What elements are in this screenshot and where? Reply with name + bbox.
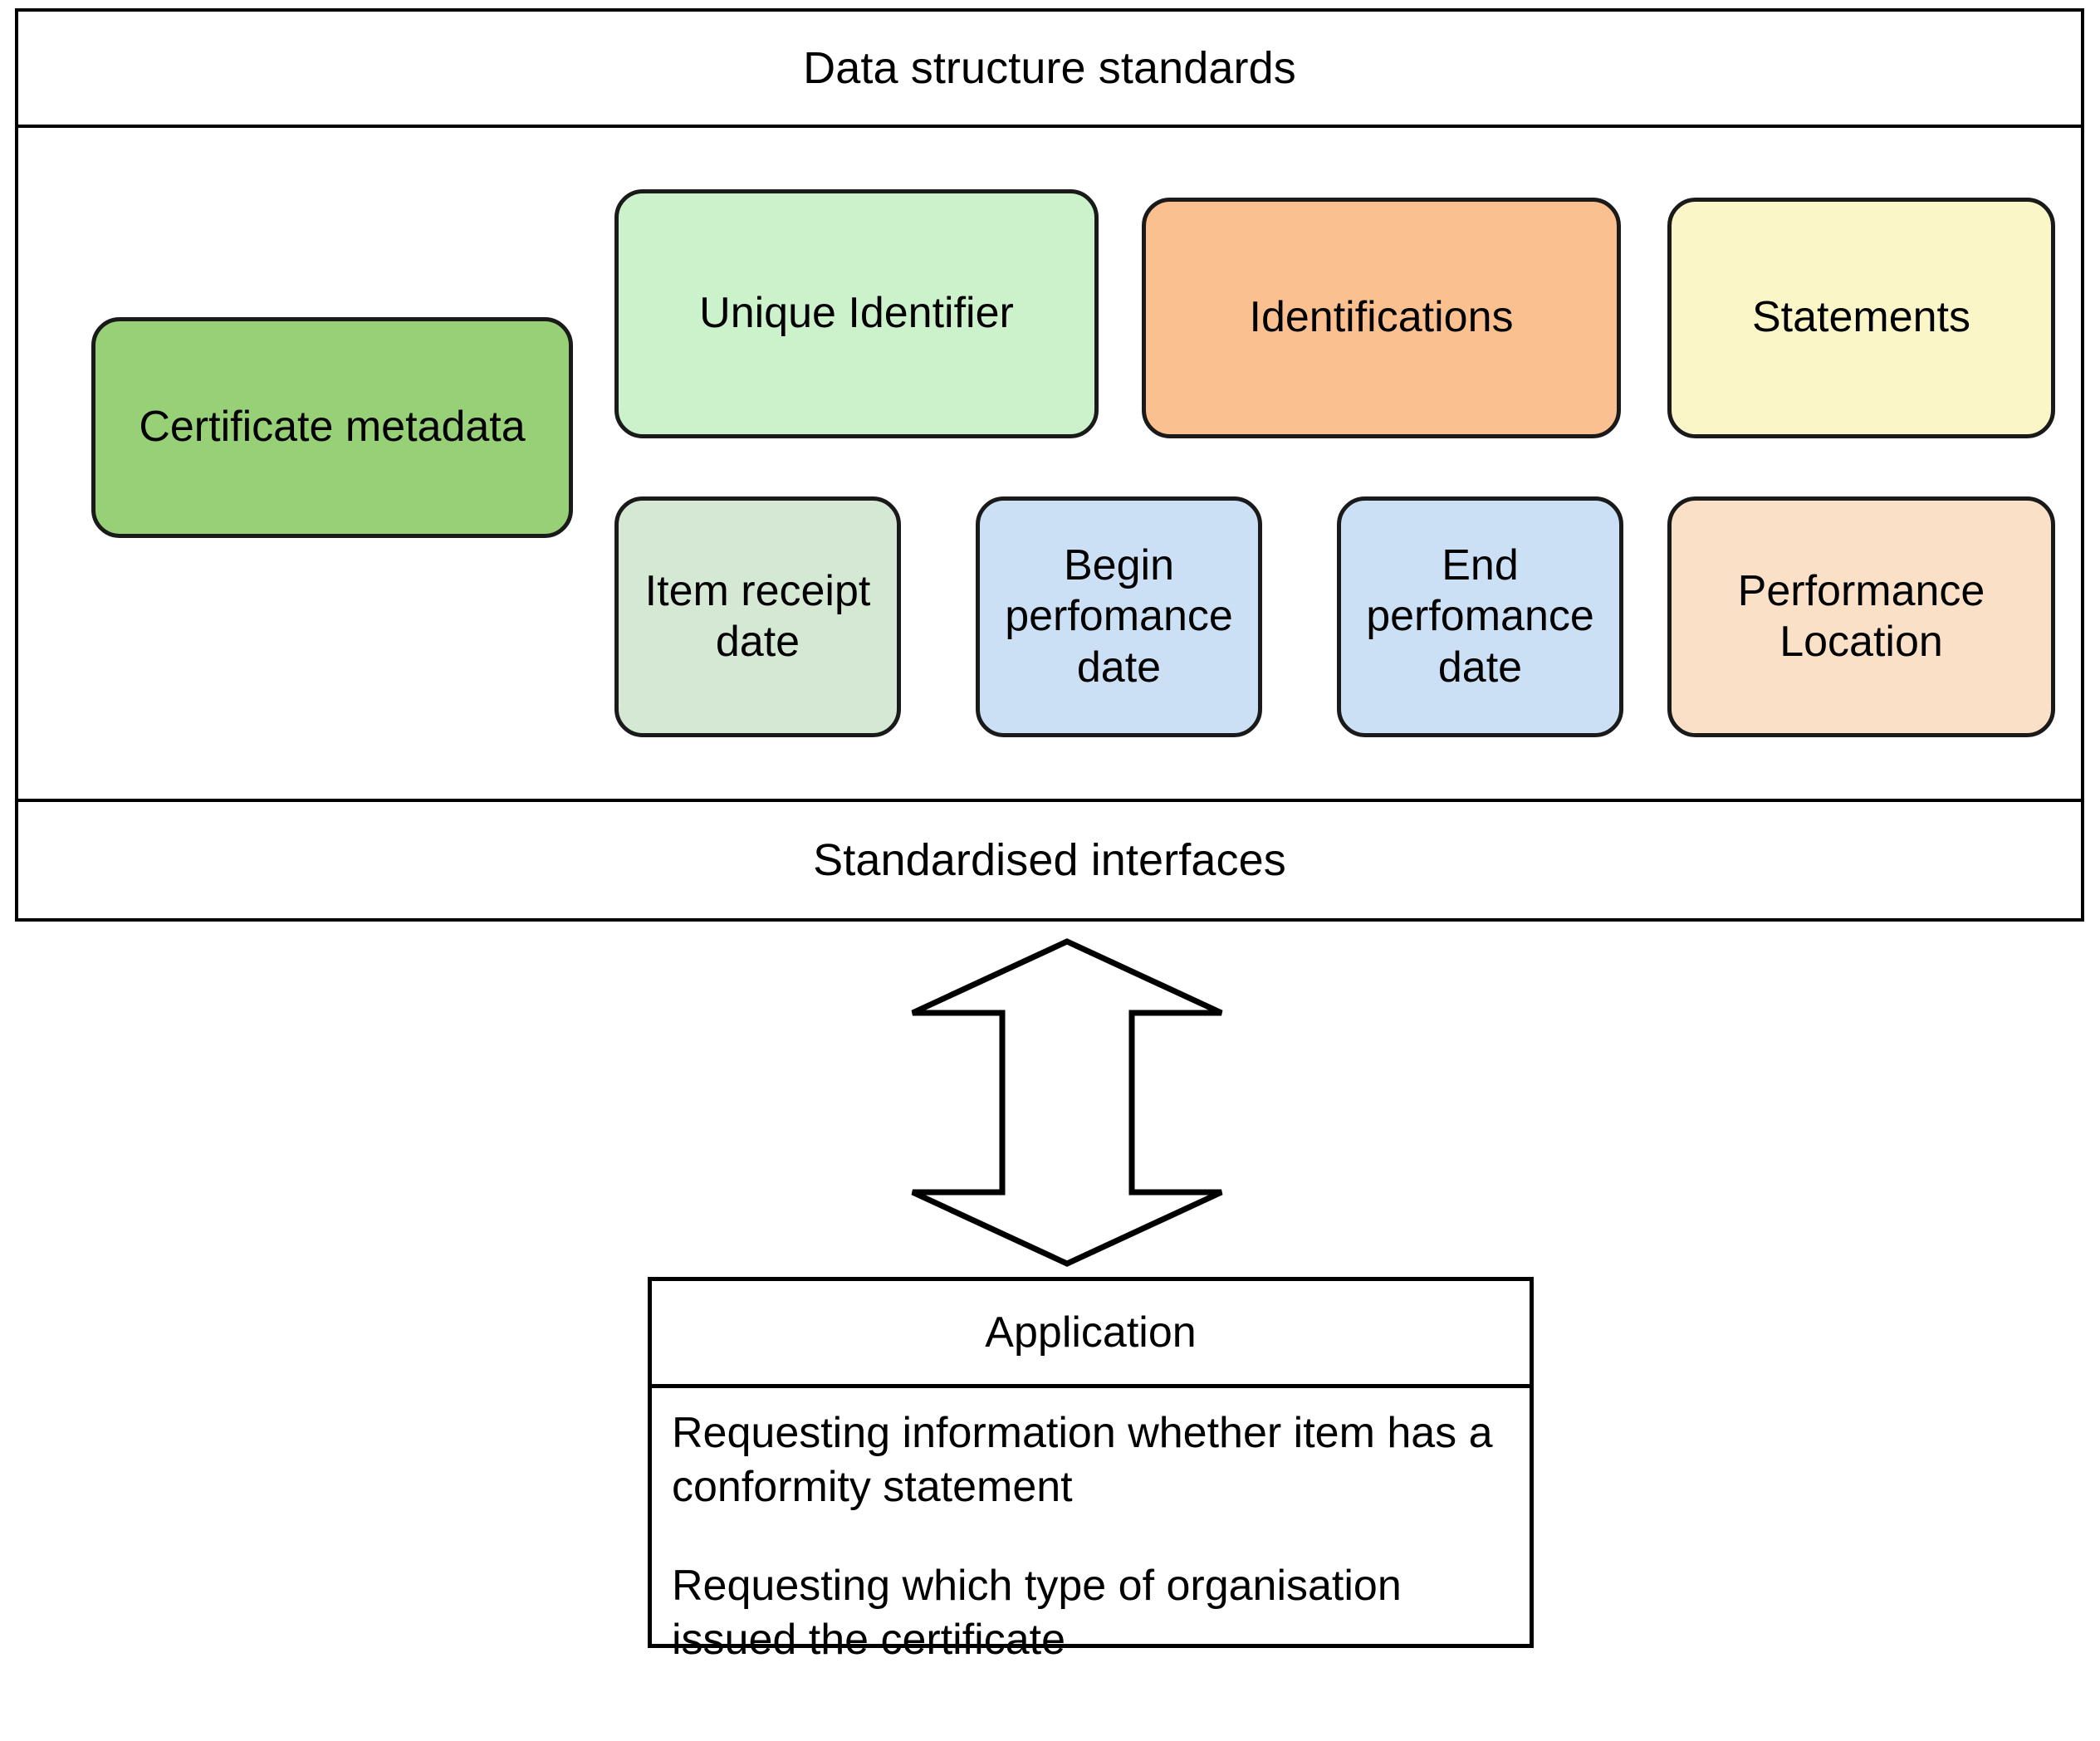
entity-label: Unique Identifier bbox=[699, 289, 1014, 338]
application-header: Application bbox=[652, 1281, 1530, 1388]
entity-box-item-receipt-date[interactable]: Item receipt date bbox=[614, 496, 901, 737]
double-headed-arrow-icon bbox=[909, 937, 1225, 1269]
application-body: Requesting information whether item has … bbox=[652, 1388, 1530, 1667]
top-band-label: Data structure standards bbox=[803, 43, 1296, 93]
arrow-shape bbox=[911, 938, 1223, 1267]
entity-label: Statements bbox=[1751, 293, 1971, 342]
entity-label: Item receipt date bbox=[644, 566, 871, 666]
application-item: Requesting information whether item has … bbox=[672, 1409, 1493, 1511]
entity-box-performance-location[interactable]: Performance Location bbox=[1667, 496, 2055, 737]
entity-box-certificate-metadata[interactable]: Certificate metadata bbox=[91, 317, 573, 538]
entity-box-begin-perfomance-date[interactable]: Begin perfomance date bbox=[976, 496, 1262, 737]
entity-box-statements[interactable]: Statements bbox=[1667, 198, 2055, 438]
entity-label: Certificate metadata bbox=[139, 403, 526, 452]
bottom-band-label: Standardised interfaces bbox=[813, 835, 1286, 885]
entity-box-end-perfomance-date[interactable]: End perfomance date bbox=[1337, 496, 1623, 737]
top-band-data-structure-standards: Data structure standards bbox=[18, 12, 2081, 128]
application-title: Application bbox=[985, 1308, 1197, 1357]
entity-label: Performance Location bbox=[1737, 566, 1985, 666]
application-item: Requesting which type of organisation is… bbox=[672, 1562, 1402, 1664]
entity-label: Identifications bbox=[1249, 293, 1514, 342]
entity-box-identifications[interactable]: Identifications bbox=[1142, 198, 1621, 438]
application-box: Application Requesting information wheth… bbox=[648, 1277, 1534, 1664]
entity-label: End perfomance date bbox=[1366, 540, 1594, 692]
entity-label: Begin perfomance date bbox=[1005, 540, 1233, 692]
bottom-band-standardised-interfaces: Standardised interfaces bbox=[18, 799, 2081, 918]
double-headed-arrow-svg bbox=[911, 938, 1223, 1267]
entity-box-unique-identifier[interactable]: Unique Identifier bbox=[614, 189, 1099, 438]
